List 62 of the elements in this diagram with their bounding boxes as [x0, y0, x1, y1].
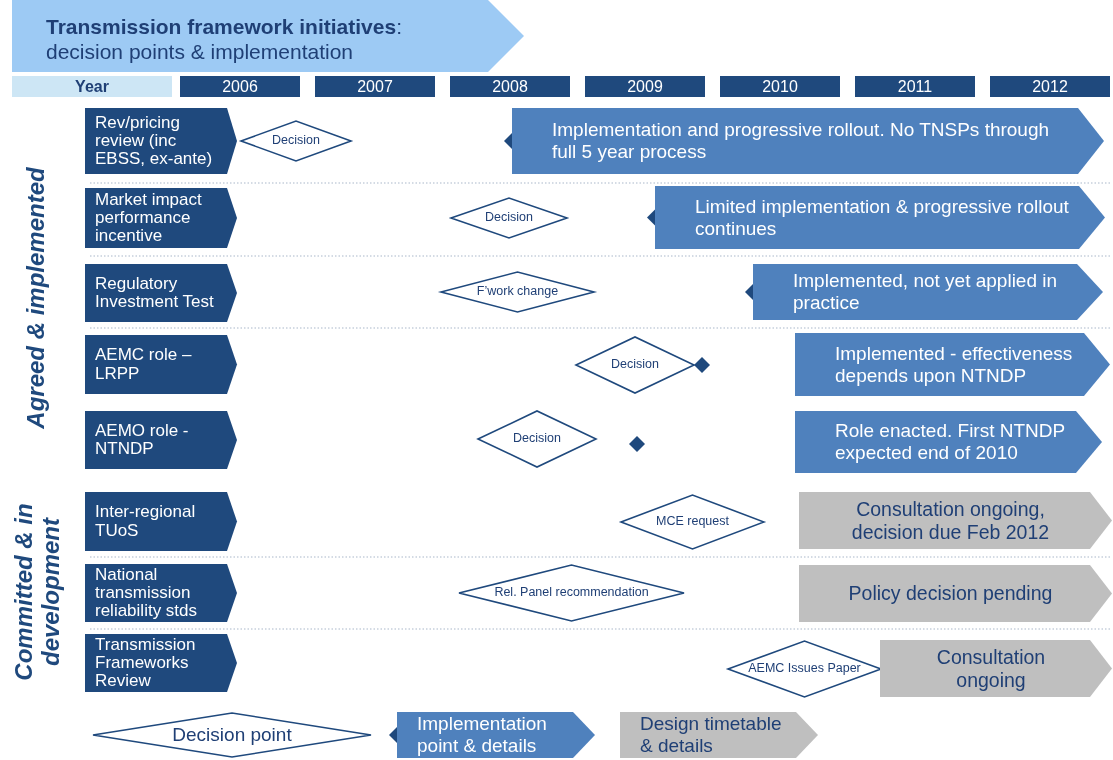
decision-label: Decision	[485, 210, 533, 226]
implementation-box	[655, 186, 1105, 249]
initiative-label-box	[85, 492, 237, 551]
initiative-label-box	[85, 335, 237, 394]
pending-text: Consultation ongoing	[935, 646, 1047, 691]
year-heading: 2010	[720, 76, 840, 97]
year-header: Year	[12, 76, 172, 97]
decision-diamond	[727, 640, 882, 698]
year-heading: 2008	[450, 76, 570, 97]
year-heading: 2011	[855, 76, 975, 97]
legend-label: Decision point	[171, 724, 293, 746]
decision-label: Decision	[611, 357, 659, 373]
implementation-box	[512, 108, 1104, 174]
pending-status-box	[799, 492, 1112, 549]
implementation-text: Limited implementation & progressive rollout continues	[695, 195, 1070, 240]
implementation-text: Implementation and progressive rollout. No TNSPs through full 5 year process	[552, 119, 1051, 163]
implementation-text: Implemented - effectiveness depends upon NTNDP	[835, 342, 1074, 387]
initiative-label: Inter-regional TUoS	[95, 503, 197, 540]
decision-label: Decision	[513, 431, 561, 447]
pending-text: Consultation ongoing, decision due Feb 2012	[850, 498, 1051, 543]
initiative-label-box	[85, 264, 237, 322]
decision-diamond	[450, 197, 568, 239]
legend-label: Design timetable & details	[640, 713, 783, 757]
year-heading: 2007	[315, 76, 435, 97]
implementation-box	[795, 333, 1110, 396]
initiative-label: Transmission Frameworks Review	[95, 635, 197, 691]
decision-label: MCE request	[656, 514, 729, 530]
year-heading: 2009	[585, 76, 705, 97]
implementation-box	[753, 264, 1103, 320]
initiative-label-box	[85, 188, 237, 248]
decision-label: Rel. Panel recommendation	[494, 585, 649, 601]
initiative-label: AEMC role – LRPP	[95, 346, 193, 383]
section-label: Committed & in development	[9, 502, 65, 683]
initiative-label-box	[85, 411, 237, 469]
decision-label: Decision	[272, 133, 320, 149]
initiative-label-box	[85, 108, 237, 174]
pending-text: Policy decision pending	[848, 582, 1053, 605]
implementation-text: Implemented, not yet applied in practice	[793, 270, 1059, 314]
initiative-label: Rev/pricing review (inc EBSS, ex-ante)	[95, 113, 214, 169]
implementation-text: Role enacted. First NTNDP expected end of 2010	[835, 420, 1066, 464]
legend-label: Implementation point & details	[417, 713, 548, 757]
decision-label: AEMC Issues Paper	[748, 661, 861, 677]
decision-diamond	[440, 271, 595, 313]
pending-status-box	[880, 640, 1112, 697]
initiative-label: Market impact performance incentive	[95, 190, 203, 246]
initiative-label: Regulatory Investment Test	[95, 274, 215, 312]
title: Transmission framework initiatives: decision points & implementation	[46, 14, 403, 64]
decision-diamond	[477, 410, 597, 468]
year-heading: 2012	[990, 76, 1110, 97]
decision-diamond	[458, 564, 685, 622]
section-label: Agreed & implemented	[20, 166, 50, 431]
initiative-label: AEMO role - NTNDP	[95, 421, 190, 459]
pending-status-box	[799, 565, 1112, 622]
initiative-label-box	[85, 564, 237, 622]
initiative-label: National transmission reliability stds	[95, 565, 199, 621]
year-heading: 2006	[180, 76, 300, 97]
decision-label: F’work change	[476, 284, 559, 300]
decision-diamond	[240, 120, 352, 162]
implementation-box	[795, 411, 1102, 473]
decision-diamond	[620, 494, 765, 550]
initiative-label-box	[85, 634, 237, 692]
decision-diamond	[575, 336, 695, 394]
